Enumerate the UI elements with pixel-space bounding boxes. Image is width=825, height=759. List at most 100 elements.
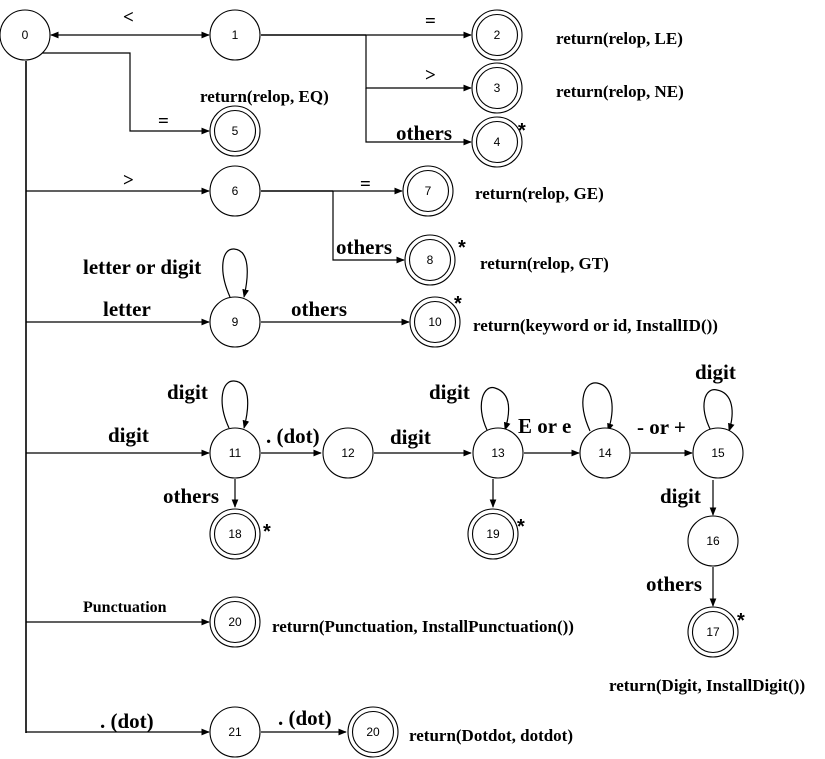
label-others-9-10: others bbox=[291, 297, 347, 321]
loop-14 bbox=[582, 382, 614, 432]
state-10-label: 10 bbox=[428, 315, 442, 329]
state-5-label: 5 bbox=[232, 124, 239, 138]
state-20-dotdot-accepting: 20 bbox=[347, 706, 399, 758]
state-10-accepting: 10 bbox=[409, 296, 461, 348]
state-13-label: 13 bbox=[491, 446, 505, 460]
state-3-accepting: 3 bbox=[471, 62, 523, 114]
edge-6-8 bbox=[332, 191, 405, 264]
state-3-label: 3 bbox=[494, 81, 501, 95]
retract-star-17: * bbox=[737, 610, 745, 632]
return-dotdot: return(Dotdot, dotdot) bbox=[409, 726, 573, 745]
state-11: 11 bbox=[209, 427, 261, 479]
state-15: 15 bbox=[692, 427, 744, 479]
loop-13 bbox=[480, 386, 511, 431]
label-lt: < bbox=[123, 7, 134, 28]
edge-0-5 bbox=[40, 52, 210, 135]
state-8-accepting: 8 bbox=[404, 234, 456, 286]
state-12-label: 12 bbox=[341, 446, 355, 460]
state-1: 1 bbox=[209, 9, 261, 61]
label-gt-0-6: > bbox=[123, 170, 134, 191]
label-eq-6-7: = bbox=[360, 174, 371, 195]
label-dot-0-21: . (dot) bbox=[100, 709, 154, 733]
label-others-16-17: others bbox=[646, 572, 702, 596]
label-letter-or-digit: letter or digit bbox=[83, 255, 201, 279]
return-actions: return(relop, LE) return(relop, NE) retu… bbox=[200, 29, 805, 745]
retract-star-18: * bbox=[263, 521, 271, 543]
loop-15 bbox=[703, 389, 735, 432]
label-dot-11-12: . (dot) bbox=[266, 424, 320, 448]
state-11-label: 11 bbox=[229, 446, 242, 460]
retract-star-19: * bbox=[517, 516, 525, 538]
label-gt-1-3: > bbox=[425, 65, 436, 86]
return-eq: return(relop, EQ) bbox=[200, 87, 329, 106]
state-4-label: 4 bbox=[494, 135, 501, 149]
return-digit: return(Digit, InstallDigit()) bbox=[609, 676, 805, 695]
state-18-accepting: 18 bbox=[209, 508, 261, 560]
label-dot-21-20: . (dot) bbox=[278, 706, 332, 730]
state-21: 21 bbox=[209, 706, 261, 758]
label-e-or-e: E or e bbox=[518, 414, 571, 438]
return-le: return(relop, LE) bbox=[556, 29, 683, 48]
state-13: 13 bbox=[472, 427, 524, 479]
edge-1-4 bbox=[365, 88, 472, 146]
state-12: 12 bbox=[322, 427, 374, 479]
label-others-6-8: others bbox=[336, 235, 392, 259]
state-15-label: 15 bbox=[711, 446, 725, 460]
state-0: 0 bbox=[0, 9, 51, 61]
state-2-label: 2 bbox=[494, 28, 501, 42]
state-20a-label: 20 bbox=[228, 615, 242, 629]
label-others-1-4: others bbox=[396, 121, 452, 145]
return-keyword-or-id: return(keyword or id, InstallID()) bbox=[473, 316, 718, 335]
state-14-label: 14 bbox=[598, 446, 612, 460]
label-minus-or-plus: - or + bbox=[637, 415, 686, 439]
return-gt: return(relop, GT) bbox=[480, 254, 609, 273]
edge-1-3 bbox=[365, 35, 472, 92]
retract-star-10: * bbox=[454, 293, 462, 315]
return-ne: return(relop, NE) bbox=[556, 82, 684, 101]
state-8-label: 8 bbox=[427, 253, 434, 267]
retract-star-4: * bbox=[518, 120, 526, 142]
nodes: 0 1 2 3 4 5 6 7 8 9 10 11 12 13 14 15 16… bbox=[0, 9, 744, 758]
state-9: 9 bbox=[209, 296, 261, 348]
label-digit-loop-11: digit bbox=[167, 380, 208, 404]
state-17-label: 17 bbox=[706, 625, 720, 639]
label-letter: letter bbox=[103, 297, 151, 321]
state-6: 6 bbox=[209, 165, 261, 217]
state-18-label: 18 bbox=[228, 527, 242, 541]
state-16-label: 16 bbox=[706, 534, 720, 548]
state-20b-label: 20 bbox=[366, 725, 380, 739]
label-punctuation: Punctuation bbox=[83, 599, 167, 616]
state-1-label: 1 bbox=[232, 28, 239, 42]
label-eq-0-5: = bbox=[158, 111, 169, 132]
label-digit-12-13: digit bbox=[390, 425, 431, 449]
loop-9 bbox=[222, 248, 249, 298]
label-others-11-18: others bbox=[163, 484, 219, 508]
state-20-punctuation-accepting: 20 bbox=[209, 596, 261, 648]
state-9-label: 9 bbox=[232, 315, 239, 329]
label-digit-loop-15: digit bbox=[695, 360, 736, 384]
return-punctuation: return(Punctuation, InstallPunctuation()… bbox=[272, 617, 574, 636]
state-5-accepting: 5 bbox=[209, 105, 261, 157]
state-16: 16 bbox=[687, 515, 739, 567]
state-4-accepting: 4 bbox=[471, 116, 523, 168]
state-19-label: 19 bbox=[486, 527, 500, 541]
state-0-label: 0 bbox=[22, 28, 29, 42]
state-14: 14 bbox=[579, 427, 631, 479]
state-19-accepting: 19 bbox=[467, 508, 519, 560]
retract-markers: * * * * * * bbox=[263, 120, 745, 632]
retract-star-8: * bbox=[458, 237, 466, 259]
state-6-label: 6 bbox=[232, 184, 239, 198]
state-2-accepting: 2 bbox=[471, 9, 523, 61]
label-digit-loop-13: digit bbox=[429, 380, 470, 404]
state-7-label: 7 bbox=[425, 184, 432, 198]
label-digit-15-16: digit bbox=[660, 484, 701, 508]
label-digit-0-11: digit bbox=[108, 423, 149, 447]
state-17-accepting: 17 bbox=[687, 606, 739, 658]
loop-11 bbox=[221, 380, 250, 429]
edges bbox=[25, 31, 735, 736]
label-eq-1-2: = bbox=[425, 11, 436, 32]
state-7-accepting: 7 bbox=[402, 165, 454, 217]
edge-labels: < = > others = > = others letter or digi… bbox=[83, 7, 736, 733]
return-ge: return(relop, GE) bbox=[475, 184, 604, 203]
